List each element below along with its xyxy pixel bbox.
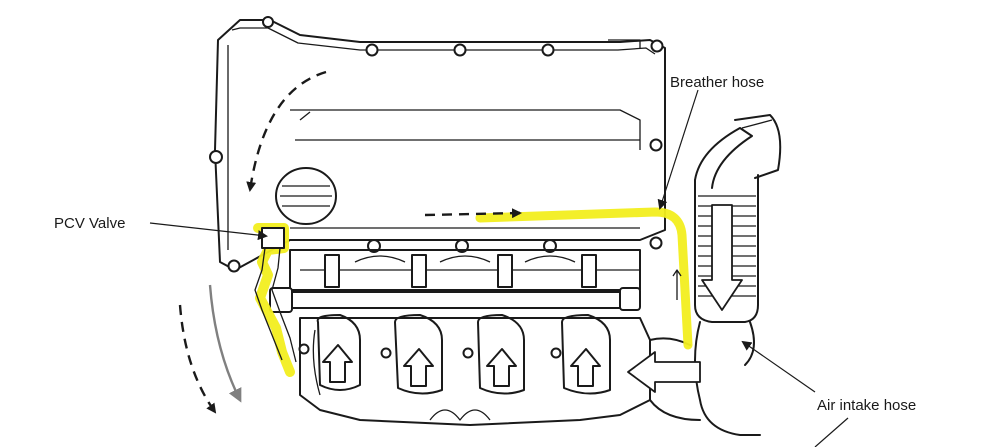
- up-arrow-icon: [403, 348, 434, 387]
- intake-manifold: [298, 314, 651, 426]
- up-arrow-small-icon: [672, 269, 682, 300]
- leader-pcv-valve: [149, 222, 268, 241]
- down-arrow-icon: [701, 204, 743, 311]
- bolt-icon: [550, 347, 562, 359]
- fuel-injectors: [324, 254, 597, 288]
- injector: [411, 254, 427, 288]
- oil-filler-cap: [275, 167, 337, 225]
- valve-cover: [214, 19, 666, 271]
- bolt-icon: [262, 16, 274, 28]
- bolt-icon: [365, 43, 379, 57]
- up-arrow-icon: [322, 344, 353, 383]
- bolt-icon: [209, 150, 223, 164]
- bolt-icon: [298, 343, 310, 355]
- fresh-air-arrow-icon: [627, 351, 701, 393]
- label-breather-hose: Breather hose: [670, 74, 764, 91]
- up-arrow-icon: [486, 348, 517, 387]
- dashed-flow-arrow: [246, 70, 327, 192]
- bolt-icon: [462, 347, 474, 359]
- bolt-icon: [453, 43, 467, 57]
- fuel-rail: [269, 287, 641, 313]
- bolt-icon: [650, 39, 664, 53]
- injector: [324, 254, 340, 288]
- leader-air-intake-hose: [741, 340, 816, 393]
- leader-breather-hose: [657, 89, 699, 210]
- flow-arrows: [178, 70, 522, 414]
- label-pcv-valve: PCV Valve: [54, 215, 125, 232]
- leader-lines: [149, 89, 849, 447]
- up-arrow-icon: [570, 348, 601, 387]
- valve-cover-bolts: [209, 16, 664, 273]
- bolt-icon: [541, 43, 555, 57]
- bolt-icon: [649, 236, 663, 250]
- bolt-icon: [380, 347, 392, 359]
- label-air-intake-hose: Air intake hose: [817, 397, 916, 414]
- bolt-icon: [227, 259, 241, 273]
- dashed-flow-arrow: [178, 304, 217, 414]
- bolt-icon: [649, 138, 663, 152]
- leader-bottom-right: [814, 417, 849, 447]
- injector: [497, 254, 513, 288]
- gray-flow-arrow: [208, 284, 242, 403]
- injector: [581, 254, 597, 288]
- air-intake-hose-assembly: [649, 114, 782, 436]
